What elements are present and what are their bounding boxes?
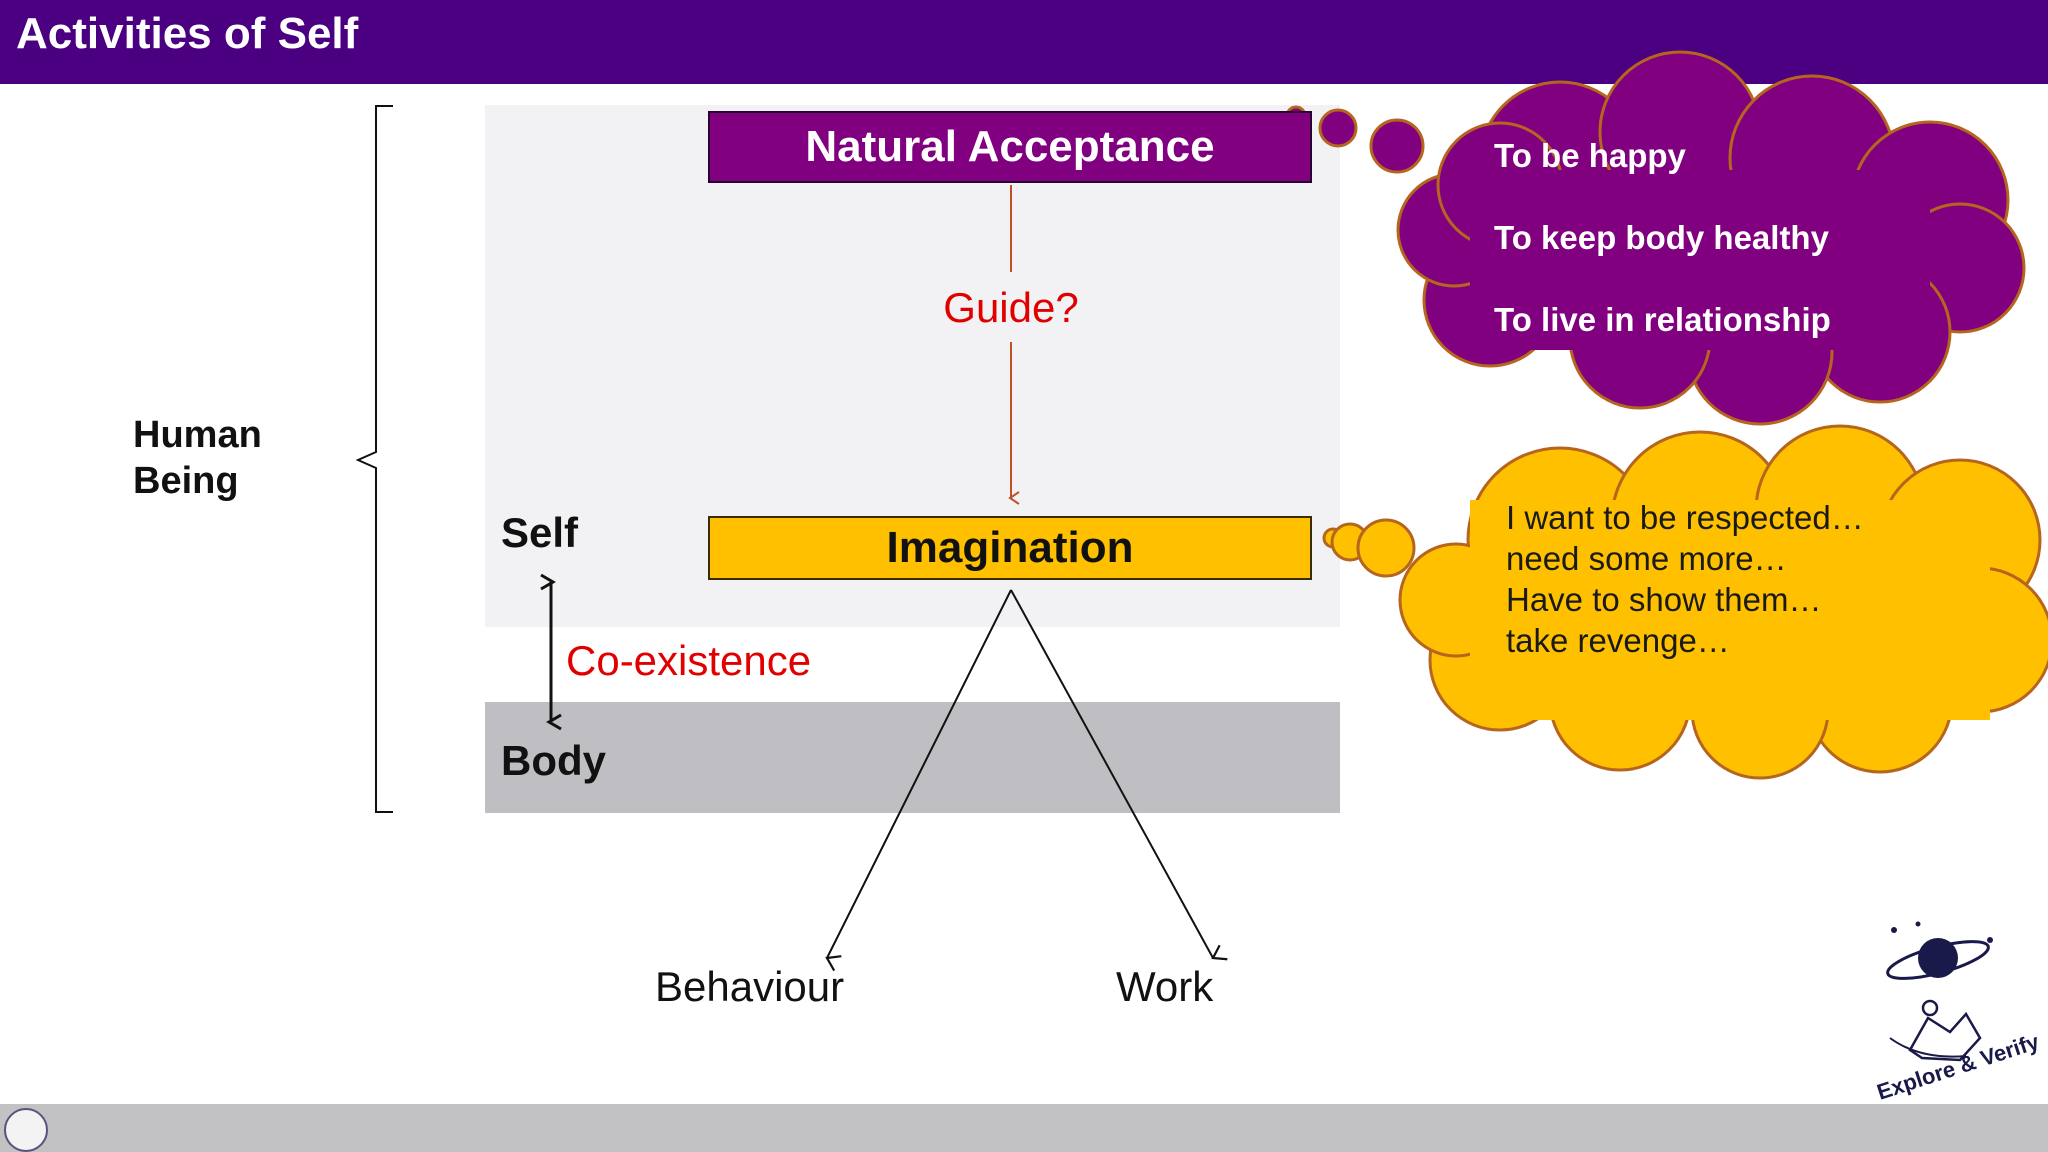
yellow-thought-bubbles: [1322, 518, 1416, 578]
imagination-box: Imagination: [708, 516, 1312, 580]
guide-label: Guide?: [900, 278, 1122, 338]
human-being-brace: [355, 105, 393, 813]
work-arrow: [1010, 589, 1228, 961]
purple-cloud-fill: [1470, 170, 1930, 350]
yellow-cloud-line: take revenge…: [1506, 622, 1730, 659]
human-being-line: Being: [133, 460, 239, 502]
self-label: Self: [501, 509, 579, 556]
purple-thought-bubbles: [1285, 105, 1425, 174]
yellow-cloud-line: I want to be respected…: [1506, 499, 1864, 536]
purple-cloud-line: To keep body healthy: [1494, 219, 1829, 256]
human-being-label: Human Being: [133, 412, 353, 504]
behaviour-arrow: [825, 589, 1012, 972]
yellow-cloud-fill: [1470, 500, 1990, 720]
purple-cloud-line: To be happy: [1494, 137, 1686, 174]
yellow-cloud-line: Have to show them…: [1506, 581, 1822, 618]
yellow-cloud-line: need some more…: [1506, 540, 1787, 577]
work-label: Work: [1116, 963, 1214, 1010]
coexistence-label: Co-existence: [566, 637, 812, 684]
body-region: [485, 702, 1340, 813]
natural-acceptance-box: Natural Acceptance: [708, 111, 1312, 183]
explore-verify-logo: Explore & Verify: [1874, 921, 2040, 1100]
footer-bar: [0, 1104, 2048, 1152]
purple-cloud-line: To live in relationship: [1494, 301, 1831, 338]
body-label: Body: [501, 737, 606, 784]
university-seal-icon: [4, 1108, 48, 1152]
logo-text: Explore & Verify: [1874, 1029, 2040, 1100]
human-being-line: Human: [133, 414, 262, 456]
page-title: Activities of Self: [16, 9, 359, 58]
title-bar: Activities of Self: [0, 0, 2048, 84]
behaviour-label: Behaviour: [655, 963, 845, 1010]
